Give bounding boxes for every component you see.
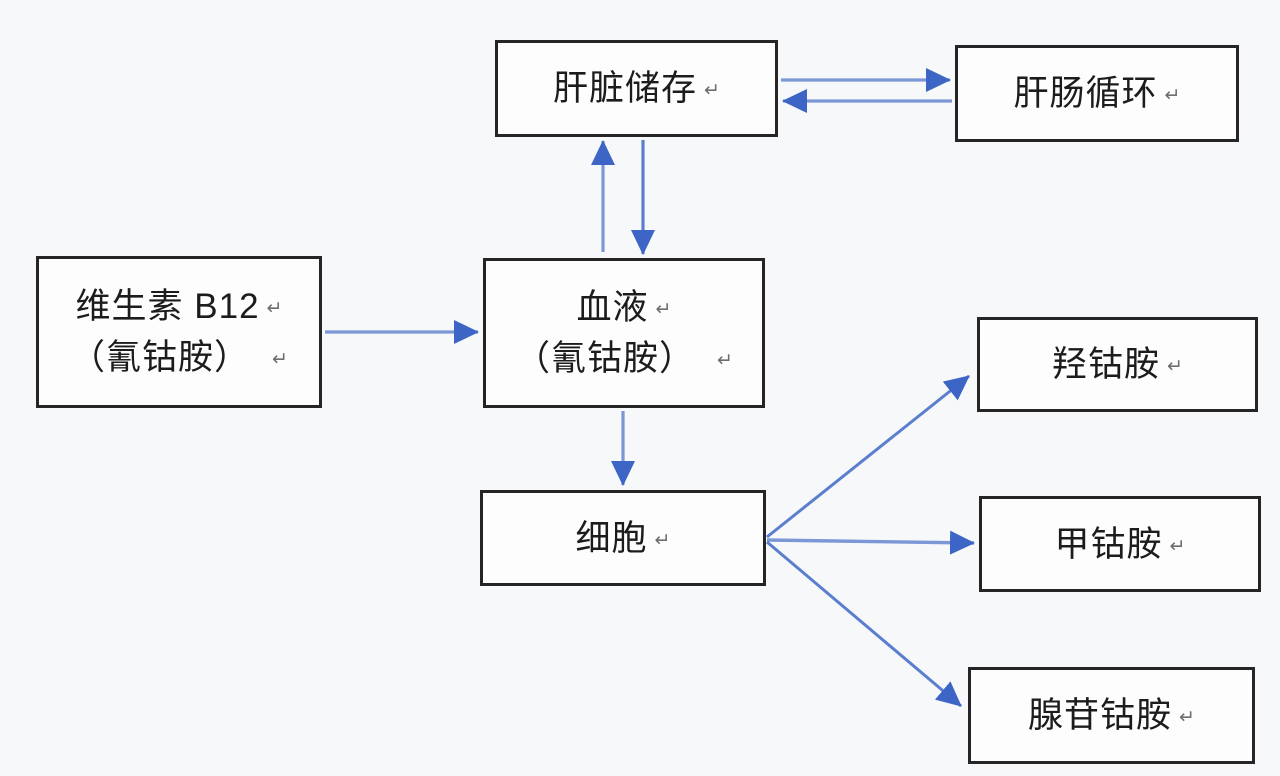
node-liver-storage-label: 肝脏储存 (553, 69, 698, 108)
node-enterohepatic-circulation: 肝肠循环 ↵ (955, 45, 1239, 142)
paragraph-mark-icon: ↵ (704, 80, 720, 101)
node-enterohepatic-circulation-label: 肝肠循环 (1013, 74, 1158, 113)
node-blood: 血液 ↵ （氰钴胺） ↵ (483, 258, 765, 408)
paragraph-mark-icon: ↵ (655, 299, 672, 320)
paragraph-mark-icon: ↵ (1169, 535, 1186, 557)
node-adenosylcobalamin-label: 腺苷钴胺 (1028, 696, 1173, 735)
edge-cell-to-methylcobalamin-arrow (766, 530, 975, 555)
node-vitamin-b12-label-line2: （氰钴胺） (70, 338, 251, 377)
paragraph-mark-icon: ↵ (1164, 85, 1181, 106)
paragraph-mark-icon: ↵ (272, 349, 288, 370)
node-vitamin-b12-label-line1: 维生素 B12 (75, 287, 260, 326)
node-hydroxocobalamin-label: 羟钴胺 (1052, 345, 1161, 384)
node-blood-label-line1: 血液 (576, 288, 649, 327)
paragraph-mark-icon: ↵ (1167, 356, 1183, 377)
node-cell-label: 细胞 (575, 518, 648, 558)
node-hydroxocobalamin: 羟钴胺 ↵ (977, 317, 1258, 412)
node-blood-label-line2: （氰钴胺） (515, 339, 696, 378)
paragraph-mark-icon: ↵ (266, 298, 283, 319)
edge-cell-to-adenosylcobalamin-arrow (766, 540, 962, 708)
paragraph-mark-icon: ↵ (654, 529, 671, 551)
paragraph-mark-icon: ↵ (717, 350, 733, 371)
node-adenosylcobalamin: 腺苷钴胺 ↵ (968, 667, 1255, 764)
node-cell: 细胞 ↵ (480, 490, 766, 586)
node-vitamin-b12: 维生素 B12 ↵ （氰钴胺） ↵ (36, 256, 322, 408)
node-methylcobalamin-label: 甲钴胺 (1054, 524, 1163, 564)
edge-cell-to-hydroxocobalamin-arrow (766, 374, 970, 539)
paragraph-mark-icon: ↵ (1179, 707, 1195, 728)
node-methylcobalamin: 甲钴胺 ↵ (979, 496, 1261, 592)
node-liver-storage: 肝脏储存 ↵ (495, 40, 778, 137)
